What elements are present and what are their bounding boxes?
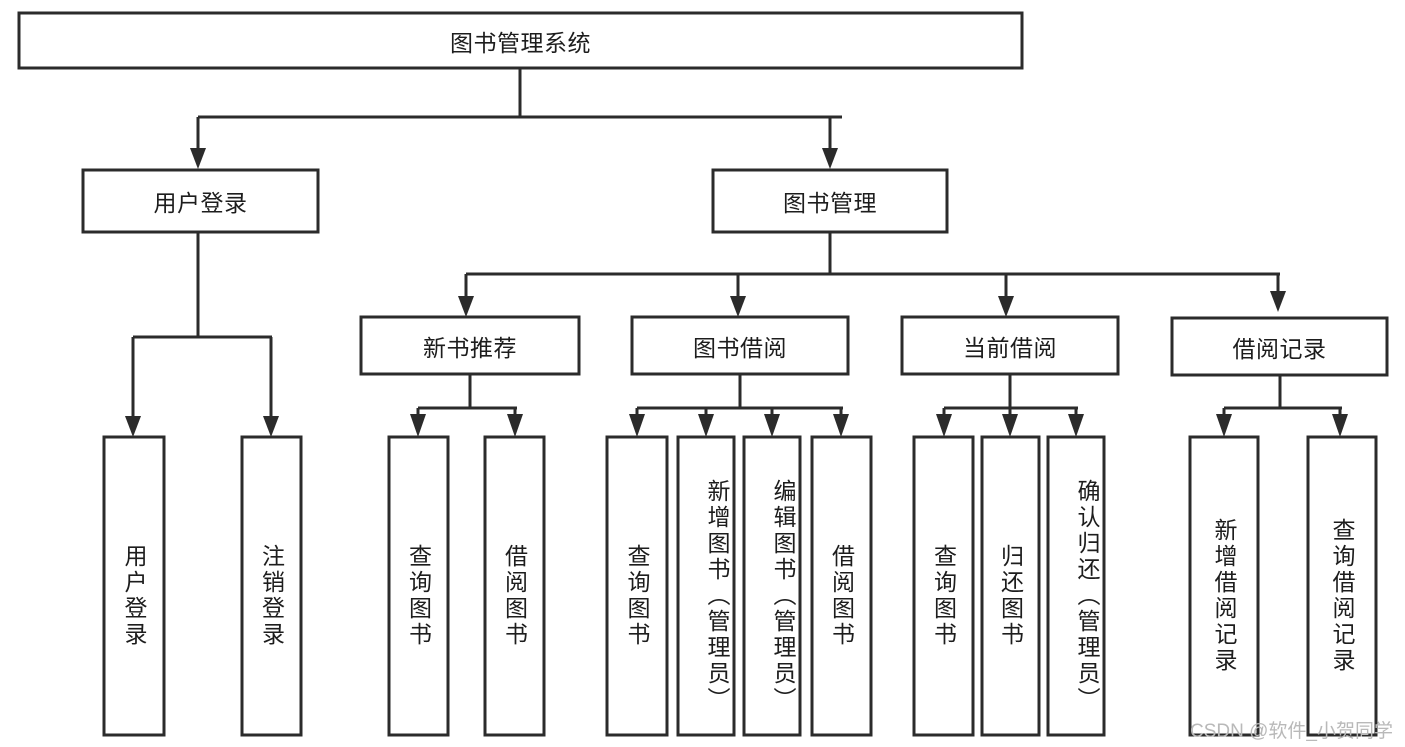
node-box-current-borrow[interactable] (900, 315, 1120, 376)
node-box-leaf-user-login[interactable] (102, 435, 166, 737)
connector-group-current-borrow (936, 374, 1084, 437)
node-box-leaf-borrow-book-2[interactable] (810, 435, 873, 737)
arrow-head-leaf-user-login (125, 416, 141, 437)
node-box-leaf-query-book-3[interactable] (912, 435, 975, 737)
arrow-head-leaf-edit-book (764, 414, 780, 437)
node-box-leaf-add-record[interactable] (1188, 435, 1260, 737)
connector-group-new-book-recommend (410, 374, 523, 437)
connector-group-book-manage (458, 233, 1286, 317)
node-box-book-borrow[interactable] (630, 315, 850, 376)
arrow-head-leaf-borrow-book-1 (507, 414, 523, 437)
arrow-head-leaf-add-book (698, 414, 714, 437)
connector-group-book-borrow (629, 374, 849, 437)
arrow-head-leaf-query-book-2 (629, 414, 645, 437)
arrow-head-user-login (190, 148, 206, 169)
node-box-leaf-user-logout[interactable] (240, 435, 303, 737)
arrow-head-leaf-query-book-3 (936, 414, 952, 437)
arrow-head-book-manage (822, 148, 838, 169)
node-box-leaf-add-book[interactable] (676, 435, 736, 737)
node-box-book-manage[interactable] (711, 168, 949, 234)
arrow-head-leaf-query-record (1332, 414, 1348, 437)
node-box-leaf-query-record[interactable] (1306, 435, 1378, 737)
arrow-head-leaf-user-logout (263, 416, 279, 437)
arrow-head-leaf-return-book (1002, 414, 1018, 437)
node-box-leaf-query-book-2[interactable] (605, 435, 669, 737)
node-box-user-login[interactable] (81, 168, 320, 234)
node-box-leaf-borrow-book-1[interactable] (483, 435, 546, 737)
arrow-head-borrow-record (1270, 291, 1286, 312)
arrow-head-leaf-query-book-1 (410, 414, 426, 437)
connector-group-user-login (125, 233, 279, 437)
arrow-head-new-book-recommend (458, 296, 474, 317)
arrow-head-leaf-add-record (1216, 414, 1232, 437)
arrow-head-current-borrow (998, 296, 1014, 317)
arrow-head-book-borrow (730, 296, 746, 317)
node-box-leaf-return-book[interactable] (980, 435, 1041, 737)
connector-group-borrow-record (1216, 376, 1348, 437)
node-box-leaf-confirm-return[interactable] (1046, 435, 1106, 737)
arrow-head-leaf-confirm-return (1068, 414, 1084, 437)
node-box-leaf-edit-book[interactable] (742, 435, 802, 737)
node-box-new-book-recommend[interactable] (359, 315, 581, 376)
arrow-head-leaf-borrow-book-2 (833, 414, 849, 437)
node-box-root[interactable] (17, 11, 1024, 70)
node-box-leaf-query-book-1[interactable] (387, 435, 450, 737)
connector-group-root (190, 68, 842, 169)
node-box-borrow-record[interactable] (1170, 316, 1389, 377)
